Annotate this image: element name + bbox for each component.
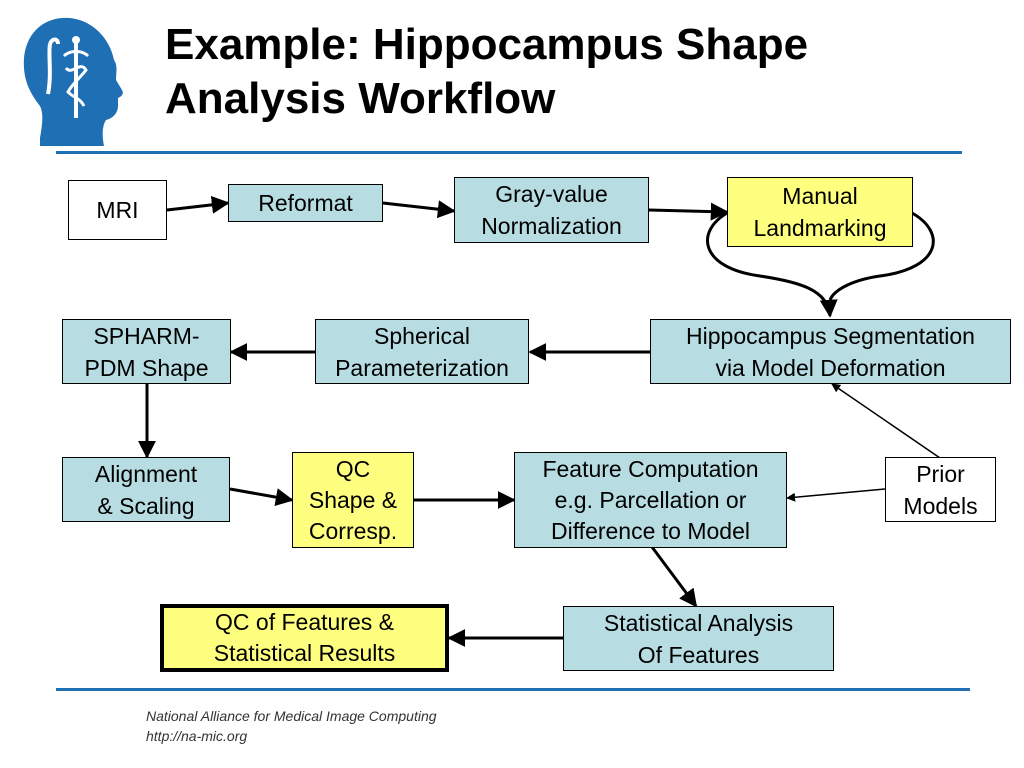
features-box: Feature Computation e.g. Parcellation or… [514, 452, 787, 548]
landmarking-box: Manual Landmarking [727, 177, 913, 247]
normalization-label-2: Normalization [481, 213, 622, 239]
qc-shape-label-3: Corresp. [308, 517, 398, 544]
segmentation-box: Hippocampus Segmentation via Model Defor… [650, 319, 1011, 384]
qc-shape-box: QC Shape & Corresp. [292, 452, 414, 548]
arrow-alignment-qcshape [229, 487, 294, 507]
mri-label: MRI [96, 197, 139, 223]
parameterization-label-2: Parameterization [335, 354, 509, 381]
head-caduceus-icon [23, 17, 123, 147]
landmarking-label-1: Manual [782, 183, 858, 209]
segmentation-label-1: Hippocampus Segmentation [686, 322, 975, 349]
arrow-prior-segmentation [831, 383, 941, 459]
stats-label-1: Statistical Analysis [603, 609, 794, 636]
prior-models-box: Prior Models [885, 457, 996, 522]
alignment-label-2: & Scaling [97, 492, 195, 519]
parameterization-box: Spherical Parameterization [315, 319, 529, 384]
normalization-label-1: Gray-value [495, 181, 608, 207]
stats-label-2: Of Features [637, 641, 760, 668]
alignment-label-1: Alignment [94, 460, 198, 487]
prior-label-1: Prior [916, 460, 965, 487]
title-line-2: Analysis Workflow [165, 74, 556, 123]
bottom-divider [56, 688, 970, 691]
arrow-reformat-normalization [382, 200, 456, 219]
arrow-mri-reformat [166, 195, 230, 214]
prior-label-2: Models [903, 492, 978, 519]
arrow-prior-features [786, 488, 886, 502]
slide-title: Example: Hippocampus Shape Analysis Work… [165, 18, 985, 126]
qc-results-label-2: Statistical Results [213, 640, 396, 666]
features-label-1: Feature Computation [542, 455, 759, 482]
footer: National Alliance for Medical Image Comp… [146, 706, 437, 746]
arrow-features-stats [650, 546, 698, 608]
spharm-label-2: PDM Shape [84, 354, 209, 381]
title-line-1: Example: Hippocampus Shape [165, 20, 809, 69]
stats-box: Statistical Analysis Of Features [563, 606, 834, 671]
features-label-3: Difference to Model [550, 517, 750, 544]
qc-results-box: QC of Features & Statistical Results [160, 604, 449, 672]
footer-url: http://na-mic.org [146, 728, 248, 744]
mri-box: MRI [68, 180, 167, 240]
segmentation-label-2: via Model Deformation [715, 354, 946, 381]
normalization-box: Gray-value Normalization [454, 177, 649, 243]
landmarking-label-2: Landmarking [753, 215, 887, 241]
spharm-box: SPHARM- PDM Shape [62, 319, 231, 384]
top-divider [56, 151, 962, 154]
arrow-landmarking-segmentation [706, 211, 838, 318]
qc-shape-label-1: QC [335, 455, 371, 482]
arrow-landmarking-loop-right [828, 211, 935, 301]
footer-org: National Alliance for Medical Image Comp… [146, 708, 437, 724]
qc-results-label-1: QC of Features & [215, 609, 394, 635]
alignment-box: Alignment & Scaling [62, 457, 230, 522]
qc-shape-label-2: Shape & [308, 486, 398, 513]
parameterization-label-1: Spherical [374, 322, 470, 349]
features-label-2: e.g. Parcellation or [554, 486, 747, 513]
arrow-normalization-landmarking [648, 202, 729, 221]
spharm-label-1: SPHARM- [93, 322, 200, 349]
reformat-label: Reformat [258, 190, 353, 216]
reformat-box: Reformat [228, 184, 383, 222]
